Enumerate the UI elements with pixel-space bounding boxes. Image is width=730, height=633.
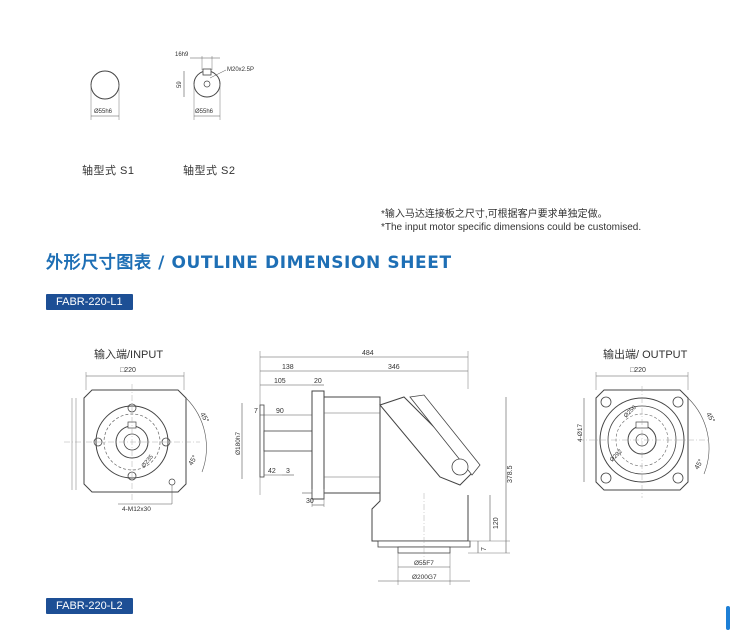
dim-55f7: Ø55F7 [414,560,434,567]
dim-484: 484 [362,350,374,357]
dim-7b: 7 [481,547,488,551]
dim-30: 30 [306,498,314,505]
dim-180h7: Ø180h7 [235,431,242,455]
dim-120: 120 [493,517,500,529]
s2-thread-label: M20x2.5P [227,67,254,73]
dim-90: 90 [276,408,284,415]
dim-3: 3 [286,468,290,475]
s2-key-label: 16h9 [175,52,189,58]
dim-7: 7 [254,408,258,415]
note-chinese: *输入马达连接板之尺寸,可根据客户要求单独定做。 [381,209,608,220]
shaft-s2-caption: 轴型式 S2 [183,165,236,177]
section-heading: 外形尺寸图表 / OUTLINE DIMENSION SHEET [46,253,452,273]
dim-346: 346 [388,364,400,371]
output-square-label: □220 [630,367,646,374]
shaft-s1-drawing: Ø55h6 [90,70,120,120]
model-tag-l2[interactable]: FABR-220-L2 [46,598,133,614]
output-view-title: 输出端/ OUTPUT [603,349,688,361]
shaft-s1-caption: 轴型式 S1 [82,165,135,177]
s2-height-label: 59 [177,81,183,88]
input-view-drawing: □220 45° 45° Ø235 4-M12x30 [64,367,211,513]
model-tag-l1[interactable]: FABR-220-L1 [46,294,133,310]
dim-138: 138 [282,364,294,371]
output-angle-a: 45° [704,411,716,424]
input-angle-b: 45° [187,454,199,467]
dim-200g7: Ø200G7 [412,574,437,581]
dim-378: 378.5 [507,465,514,483]
dim-20: 20 [314,378,322,385]
input-angle-a: 45° [198,411,210,424]
note-english: *The input motor specific dimensions cou… [381,222,642,233]
dim-42: 42 [268,468,276,475]
output-view-drawing: □220 4-Ø17 45° 45° Ø250 Ø292 [577,367,717,498]
output-angle-b: 45° [693,458,705,471]
input-holes-label: 4-M12x30 [122,506,151,513]
output-holes-label: 4-Ø17 [577,424,584,442]
scroll-indicator[interactable] [726,606,730,630]
dim-105: 105 [274,378,286,385]
s2-dia-label: Ø55h6 [195,109,214,115]
input-square-label: □220 [120,367,136,374]
input-view-title: 输入端/INPUT [94,349,164,361]
shaft-type-drawings: Ø55h6 16h9 59 M20x2.5P Ø55h6 [90,52,254,120]
shaft-s2-drawing: 16h9 59 M20x2.5P Ø55h6 [175,52,254,120]
s1-dia-label: Ø55h6 [94,109,113,115]
side-view-drawing: 484 138 346 105 20 Ø180h7 7 90 42 3 30 3… [235,350,514,585]
